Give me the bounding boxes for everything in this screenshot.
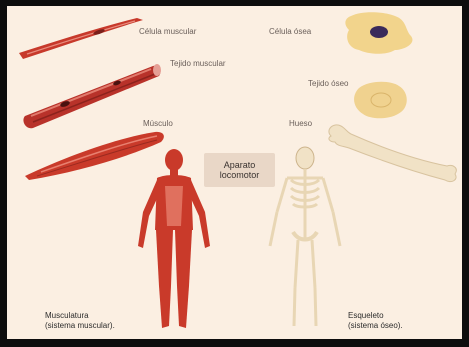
diagram-panel: Célula muscular Célula ósea Tejido muscu… (7, 6, 462, 339)
caption-musculature-line2: (sistema muscular). (45, 321, 115, 331)
caption-skeleton-line2: (sistema óseo). (348, 321, 403, 331)
muscular-figure-illustration (138, 149, 210, 328)
center-label-box: Aparato locomotor (204, 153, 275, 187)
label-bone: Hueso (289, 119, 312, 128)
bone-cell-illustration (345, 12, 412, 54)
bone-tissue-illustration (354, 82, 407, 119)
muscle-illustration (25, 132, 164, 180)
caption-skeleton: Esqueleto (sistema óseo). (348, 311, 403, 330)
skeleton-figure-illustration (270, 147, 340, 326)
label-bone-cell: Célula ósea (269, 27, 311, 36)
muscle-tissue-illustration (23, 64, 161, 128)
center-label-line1: Aparato (224, 160, 256, 170)
caption-musculature-line1: Musculatura (45, 311, 115, 321)
center-label-line2: locomotor (220, 170, 260, 180)
caption-musculature: Musculatura (sistema muscular). (45, 311, 115, 330)
label-muscle-tissue: Tejido muscular (170, 59, 226, 68)
label-muscle-cell: Célula muscular (139, 27, 196, 36)
label-bone-tissue: Tejido óseo (308, 79, 348, 88)
bone-illustration (329, 125, 456, 182)
muscle-cell-illustration (19, 18, 143, 59)
label-muscle: Músculo (143, 119, 173, 128)
caption-skeleton-line1: Esqueleto (348, 311, 403, 321)
